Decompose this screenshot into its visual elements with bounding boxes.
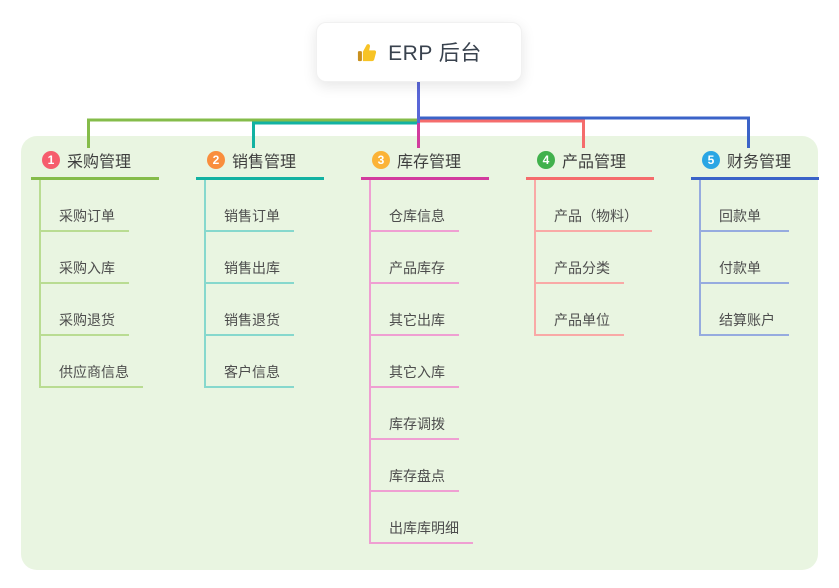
branch-children: 回款单付款单结算账户 — [699, 180, 808, 336]
branch-2: 2 销售管理销售订单销售出库销售退货客户信息 — [196, 150, 324, 388]
branch-label: 产品管理 — [562, 154, 627, 171]
child-node[interactable]: 产品库存 — [371, 232, 459, 284]
branch-children: 销售订单销售出库销售退货客户信息 — [204, 180, 313, 388]
child-node[interactable]: 出库库明细 — [371, 492, 473, 544]
branch-5: 5 财务管理回款单付款单结算账户 — [691, 150, 819, 336]
child-node[interactable]: 结算账户 — [701, 284, 789, 336]
child-node[interactable]: 产品（物料） — [536, 180, 652, 232]
branch-number-badge: 3 — [372, 151, 390, 169]
child-node[interactable]: 供应商信息 — [41, 336, 143, 388]
child-node[interactable]: 客户信息 — [206, 336, 294, 388]
branch-label: 采购管理 — [67, 154, 132, 171]
branch-children: 仓库信息产品库存其它出库其它入库库存调拨库存盘点出库库明细 — [369, 180, 478, 544]
branch-number-badge: 4 — [537, 151, 555, 169]
branch-3: 3 库存管理仓库信息产品库存其它出库其它入库库存调拨库存盘点出库库明细 — [361, 150, 489, 544]
branch-header[interactable]: 5 财务管理 — [691, 150, 819, 180]
child-node[interactable]: 付款单 — [701, 232, 789, 284]
child-node[interactable]: 库存盘点 — [371, 440, 459, 492]
child-node[interactable]: 采购退货 — [41, 284, 129, 336]
root-title: ERP 后台 — [388, 42, 482, 65]
branches-panel — [21, 136, 818, 570]
child-node[interactable]: 销售退货 — [206, 284, 294, 336]
child-node[interactable]: 回款单 — [701, 180, 789, 232]
branch-4: 4 产品管理产品（物料）产品分类产品单位 — [526, 150, 654, 336]
branch-number-badge: 1 — [42, 151, 60, 169]
branch-label: 财务管理 — [727, 154, 792, 171]
branch-number-badge: 2 — [207, 151, 225, 169]
child-node[interactable]: 产品单位 — [536, 284, 624, 336]
branch-number-badge: 5 — [702, 151, 720, 169]
child-node[interactable]: 产品分类 — [536, 232, 624, 284]
child-node[interactable]: 采购订单 — [41, 180, 129, 232]
branch-label: 销售管理 — [232, 154, 297, 171]
child-node[interactable]: 销售订单 — [206, 180, 294, 232]
child-node[interactable]: 采购入库 — [41, 232, 129, 284]
child-node[interactable]: 其它出库 — [371, 284, 459, 336]
branch-children: 采购订单采购入库采购退货供应商信息 — [39, 180, 148, 388]
child-node[interactable]: 其它入库 — [371, 336, 459, 388]
branch-children: 产品（物料）产品分类产品单位 — [534, 180, 652, 336]
child-node[interactable]: 销售出库 — [206, 232, 294, 284]
child-node[interactable]: 仓库信息 — [371, 180, 459, 232]
branch-label: 库存管理 — [397, 154, 462, 171]
root-node[interactable]: ERP 后台 — [316, 22, 522, 82]
branch-header[interactable]: 3 库存管理 — [361, 150, 489, 180]
child-node[interactable]: 库存调拨 — [371, 388, 459, 440]
thumbs-up-icon — [356, 41, 379, 64]
branch-1: 1 采购管理采购订单采购入库采购退货供应商信息 — [31, 150, 159, 388]
branch-header[interactable]: 2 销售管理 — [196, 150, 324, 180]
branch-header[interactable]: 4 产品管理 — [526, 150, 654, 180]
branch-header[interactable]: 1 采购管理 — [31, 150, 159, 180]
